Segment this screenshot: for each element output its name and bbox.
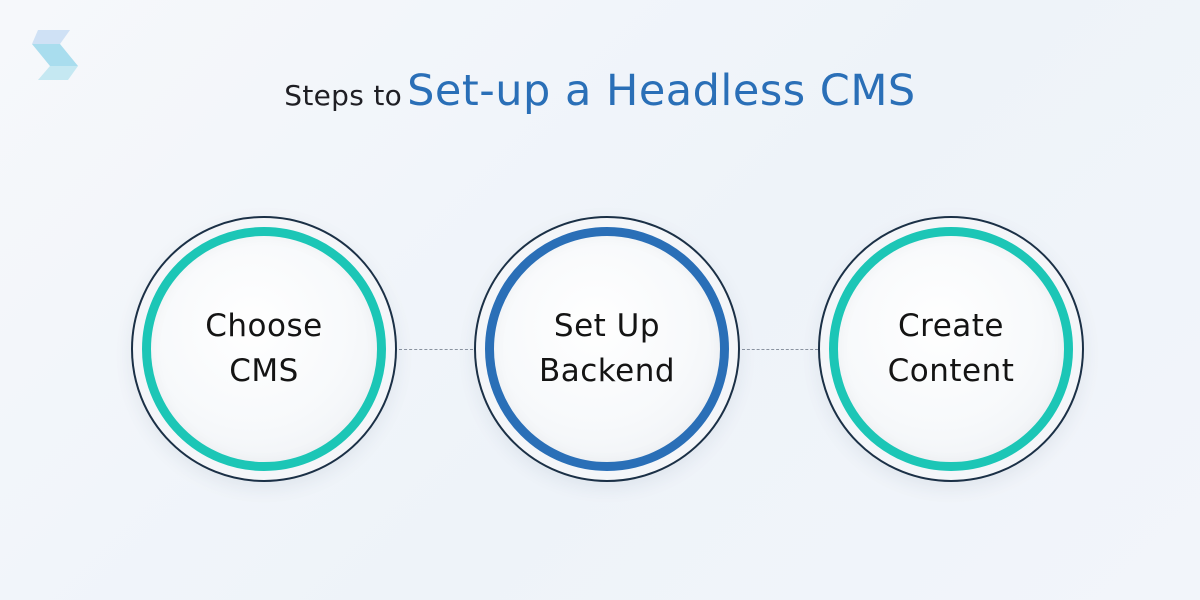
step-circle-create-content: Create Content xyxy=(818,216,1084,482)
connector-line-2 xyxy=(742,349,818,350)
step-label-line2: CMS xyxy=(229,353,299,389)
step-label-line2: Content xyxy=(887,353,1015,389)
title-prefix: Steps to xyxy=(284,79,403,112)
step-label-line1: Set Up xyxy=(553,308,661,344)
step-ring-teal: Create Content xyxy=(829,227,1073,471)
brand-logo-icon xyxy=(32,30,78,80)
step-label-line1: Create xyxy=(897,308,1004,344)
step-circle-choose-cms: Choose CMS xyxy=(131,216,397,482)
step-label-line1: Choose xyxy=(205,308,323,344)
title-highlight: Set-up a Headless CMS xyxy=(407,66,916,116)
step-circle-set-up-backend: Set Up Backend xyxy=(474,216,740,482)
step-label-line2: Backend xyxy=(538,353,676,389)
page-title: Steps to Set-up a Headless CMS xyxy=(0,70,1200,113)
step-ring-teal: Choose CMS xyxy=(142,227,386,471)
connector-line-1 xyxy=(399,349,473,350)
step-ring-blue: Set Up Backend xyxy=(485,227,729,471)
